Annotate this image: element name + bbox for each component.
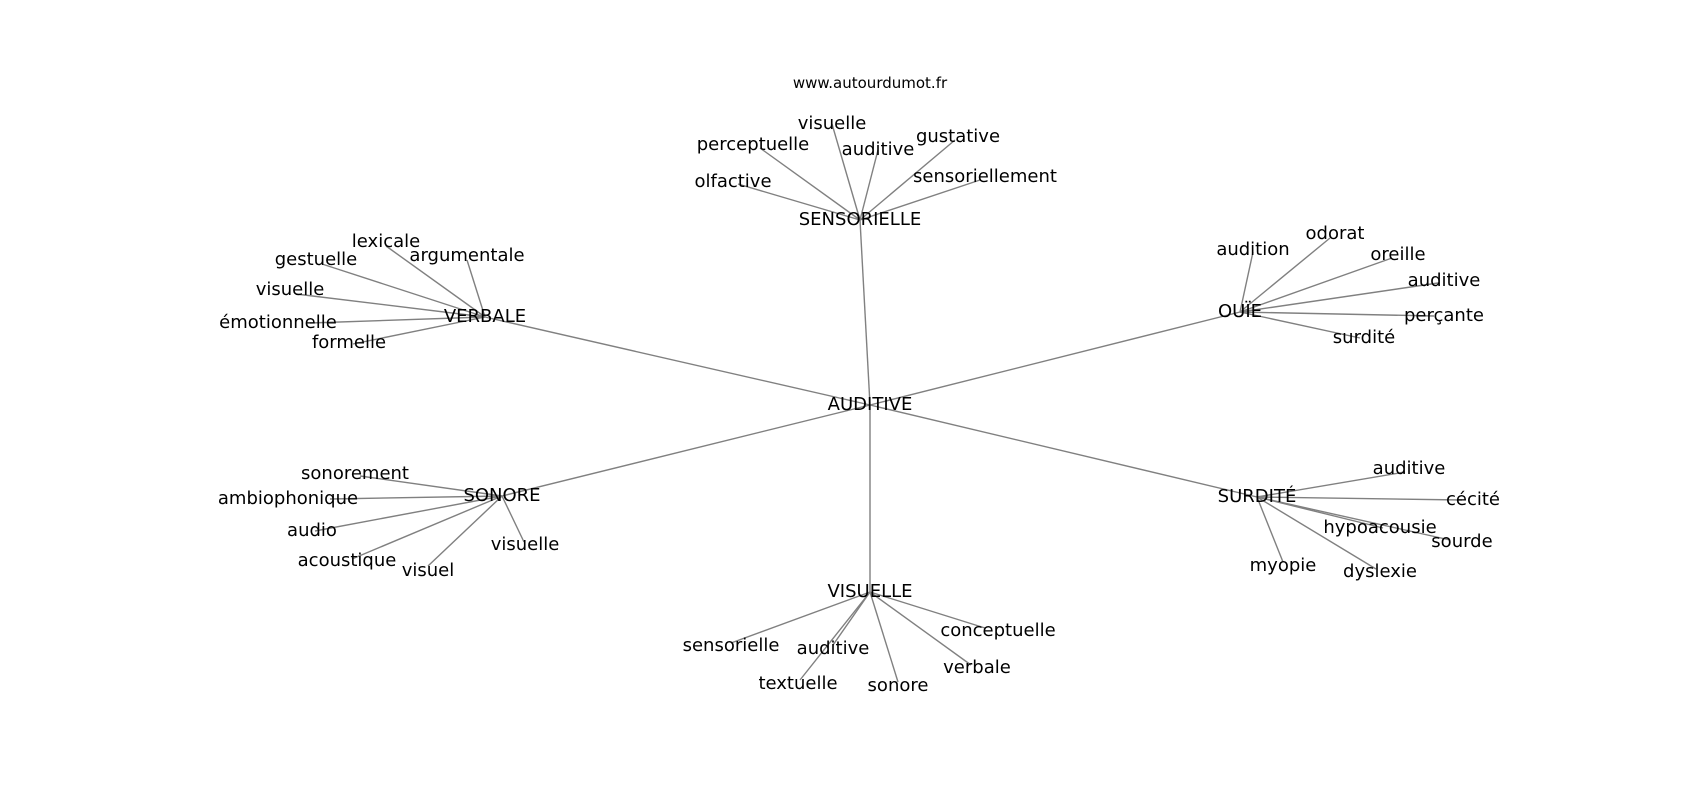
leaf-node-ouie-oreille[interactable]: oreille [1370, 244, 1425, 265]
leaf-node-visuelle-textuelle[interactable]: textuelle [758, 673, 837, 694]
leaf-node-visuelle-verbale[interactable]: verbale [943, 657, 1011, 678]
edge-sensorielle-gustative [859, 139, 956, 221]
site-url-label: www.autourdumot.fr [793, 74, 948, 92]
edge-sonore-ambiophonique [329, 495, 503, 500]
leaf-node-sonore-visuel[interactable]: visuel [402, 560, 455, 581]
edge-verbale-gestuelle [321, 263, 486, 318]
leaf-node-ouie-odorat[interactable]: odorat [1306, 223, 1365, 244]
hub-node-visuelle[interactable]: VISUELLE [827, 581, 912, 602]
leaf-node-verbale-formelle[interactable]: formelle [312, 332, 386, 353]
edge-surdite-cecite [1256, 496, 1463, 501]
edge-verbale-emotionnelle [309, 316, 486, 324]
leaf-node-sonore-acoustique[interactable]: acoustique [298, 550, 397, 571]
edge-sensorielle-auditive [859, 149, 879, 221]
leaf-node-surdite-cecite[interactable]: cécité [1446, 489, 1500, 510]
edge-surdite-sourde [1256, 496, 1451, 541]
edge-sensorielle-visuelle [831, 123, 861, 221]
edge-sensorielle-perceptuelle [759, 147, 861, 221]
center-node-auditive[interactable]: AUDITIVE [828, 394, 913, 415]
leaf-node-visuelle-sonore[interactable]: sonore [868, 675, 929, 696]
leaf-node-sensorielle-sensoriellement[interactable]: sensoriellement [913, 166, 1057, 187]
leaf-node-sonore-audio[interactable]: audio [287, 520, 337, 541]
edge-ouie-auditive [1239, 282, 1439, 313]
leaf-node-visuelle-auditive[interactable]: auditive [797, 638, 870, 659]
edge-verbale-formelle [352, 316, 486, 345]
edge-visuelle-verbale [869, 591, 972, 666]
leaf-node-verbale-gestuelle[interactable]: gestuelle [275, 249, 358, 270]
leaf-node-ouie-auditive[interactable]: auditive [1408, 270, 1481, 291]
leaf-node-sensorielle-auditive[interactable]: auditive [842, 139, 915, 160]
edge-surdite-myopie [1256, 496, 1284, 563]
leaf-node-sensorielle-perceptuelle[interactable]: perceptuelle [697, 134, 810, 155]
graph-edges [295, 123, 1463, 683]
edge-visuelle-textuelle [799, 591, 871, 681]
edge-verbale-lexicale [385, 245, 486, 318]
edge-ouie-percante [1239, 311, 1435, 317]
leaf-node-verbale-emotionnelle[interactable]: émotionnelle [219, 312, 337, 333]
leaf-node-ouie-surdite[interactable]: surdité [1333, 327, 1395, 348]
edge-visuelle-sensorielle [730, 591, 871, 644]
hub-node-surdite[interactable]: SURDITÉ [1218, 485, 1297, 507]
edge-sensorielle-olfactive [737, 183, 861, 221]
leaf-node-sensorielle-visuelle[interactable]: visuelle [798, 113, 867, 134]
hub-node-verbale[interactable]: VERBALE [444, 306, 526, 327]
edge-ouie-audition [1239, 251, 1254, 313]
leaf-node-sensorielle-olfactive[interactable]: olfactive [694, 171, 771, 192]
hub-node-ouie[interactable]: OUÏE [1218, 301, 1262, 322]
edge-sonore-visuel [427, 495, 503, 567]
edge-visuelle-sonore [869, 591, 899, 683]
leaf-node-sonore-ambiophonique[interactable]: ambiophonique [218, 488, 358, 509]
leaf-node-verbale-visuelle[interactable]: visuelle [256, 279, 325, 300]
edge-verbale-visuelle [295, 293, 486, 318]
hub-node-sonore[interactable]: SONORE [463, 485, 540, 506]
leaf-node-ouie-percante[interactable]: perçante [1404, 305, 1484, 326]
edge-center-sonore [501, 404, 871, 497]
edge-sonore-audio [314, 495, 503, 532]
leaf-node-ouie-audition[interactable]: audition [1216, 239, 1289, 260]
edge-sonore-sonorement [359, 475, 503, 497]
hub-node-sensorielle[interactable]: SENSORIELLE [799, 209, 921, 230]
leaf-node-verbale-lexicale[interactable]: lexicale [352, 231, 420, 252]
edge-visuelle-conceptuelle [869, 591, 986, 629]
edge-ouie-odorat [1239, 237, 1331, 313]
leaf-node-surdite-sourde[interactable]: sourde [1431, 531, 1492, 552]
leaf-node-sonore-sonorement[interactable]: sonorement [301, 463, 409, 484]
edge-sonore-visuelle [501, 495, 525, 543]
leaf-node-visuelle-conceptuelle[interactable]: conceptuelle [940, 620, 1055, 641]
edge-center-surdite [869, 404, 1258, 498]
edge-center-ouie [869, 311, 1241, 406]
leaf-node-surdite-myopie[interactable]: myopie [1250, 555, 1317, 576]
edge-verbale-argumentale [466, 259, 486, 318]
edge-sensorielle-sensoriellement [859, 179, 981, 221]
leaf-node-surdite-auditive[interactable]: auditive [1373, 458, 1446, 479]
edge-ouie-oreille [1239, 257, 1393, 313]
edge-ouie-surdite [1239, 311, 1361, 339]
edge-sonore-acoustique [351, 495, 503, 560]
leaf-node-surdite-hypoacousie[interactable]: hypoacousie [1323, 517, 1436, 538]
leaf-node-verbale-argumentale[interactable]: argumentale [409, 245, 524, 266]
leaf-node-visuelle-sensorielle[interactable]: sensorielle [683, 635, 780, 656]
leaf-node-sensorielle-gustative[interactable]: gustative [916, 126, 1000, 147]
edge-center-verbale [484, 316, 871, 406]
leaf-node-surdite-dyslexie[interactable]: dyslexie [1343, 561, 1417, 582]
edge-surdite-auditive [1256, 471, 1406, 498]
edge-surdite-dyslexie [1256, 496, 1377, 570]
leaf-node-sonore-visuelle[interactable]: visuelle [491, 534, 560, 555]
edge-center-sensorielle [859, 219, 871, 406]
